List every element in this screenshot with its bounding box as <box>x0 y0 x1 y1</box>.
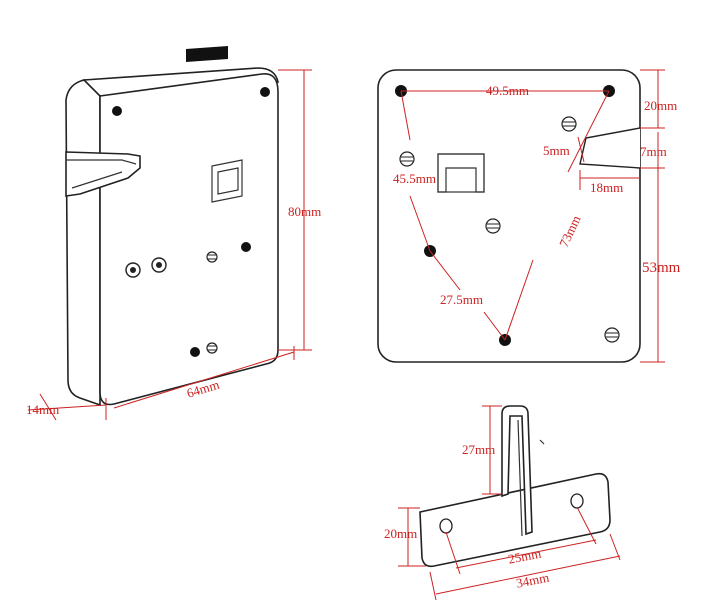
strike-pin <box>501 405 533 536</box>
plate-width-label: 34mm <box>515 570 550 591</box>
hole-spacing-label: 25mm <box>507 546 542 567</box>
strike-hole <box>439 518 453 534</box>
lock-body-side-face <box>65 79 101 407</box>
mounting-hole <box>190 347 200 357</box>
mounting-hole <box>241 242 251 252</box>
strike-plate-view: 27mm 20mm 25mm 34mm <box>384 405 621 601</box>
mounting-hole <box>260 87 270 97</box>
height-label: 80mm <box>288 204 321 219</box>
slot-height-label: 7mm <box>640 144 667 159</box>
screw-icon <box>206 251 218 263</box>
lock-body-front-face <box>99 73 279 406</box>
strike-plate-outline <box>419 472 611 568</box>
lower-left-label: 27.5mm <box>440 292 483 307</box>
latch-window <box>211 159 243 203</box>
slot-length-label: 18mm <box>590 180 623 195</box>
dimension-depth: 14mm <box>26 393 107 421</box>
lock-body-side-slot <box>65 151 141 197</box>
top-offset-label: 20mm <box>644 98 677 113</box>
screw-icon <box>206 342 218 354</box>
slot-depth-small-label: 5mm <box>543 143 570 158</box>
ring-hole <box>125 262 141 278</box>
screw-icon <box>561 116 577 132</box>
strike-hole <box>570 493 584 509</box>
plate-height-label: 20mm <box>384 526 417 541</box>
lock-body-view: 80mm 64mm 14mm <box>26 46 321 421</box>
ring-hole <box>151 257 167 273</box>
mounting-face-outline <box>377 69 641 363</box>
bottom-offset-label: 53mm <box>642 260 681 276</box>
dimension-height: 80mm <box>278 69 321 351</box>
pin-height-label: 27mm <box>462 442 495 457</box>
lock-latch-bar <box>186 46 228 62</box>
mounting-face-slot <box>579 127 641 169</box>
top-hole-spacing-label: 49.5mm <box>486 83 529 98</box>
screw-icon <box>604 327 620 343</box>
screw-icon <box>399 151 415 167</box>
depth-label: 14mm <box>26 402 59 417</box>
lock-body-top-edge <box>82 67 279 97</box>
screw-icon <box>485 218 501 234</box>
mounting-face-view: 49.5mm 45.5mm 27.5mm 73mm 20mm 7mm 5mm 1… <box>377 69 681 363</box>
mounting-hole <box>112 106 122 116</box>
left-diagonal-label: 45.5mm <box>393 171 436 186</box>
